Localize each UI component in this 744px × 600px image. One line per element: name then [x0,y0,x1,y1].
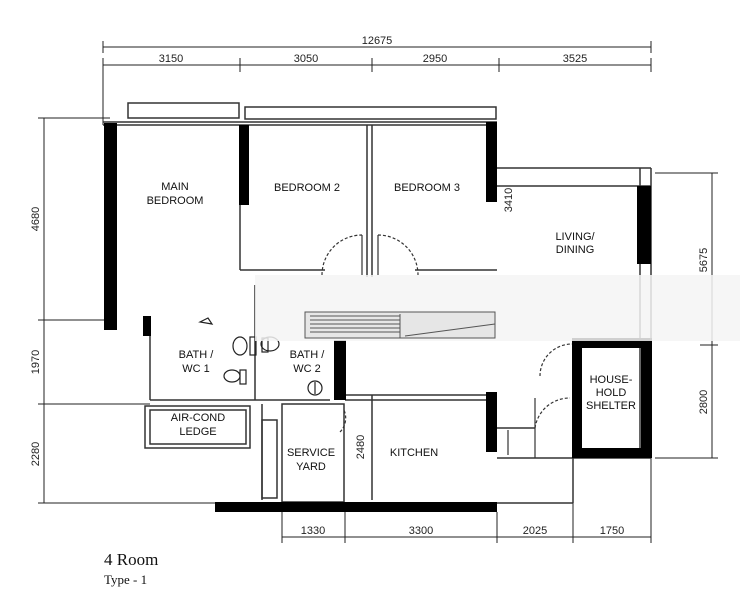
room-shelter-line2: HOLD [596,387,627,399]
bottom-dim-2: 3300 [409,525,433,537]
room-shelter-line1: HOUSE- [590,374,633,386]
room-bedroom-2: BEDROOM 2 [274,182,340,194]
room-bedroom-3: BEDROOM 3 [394,182,460,194]
plan-subtitle: Type - 1 [104,572,148,587]
left-dim-2: 1970 [30,350,42,374]
room-main-bedroom-line1: MAIN [161,181,189,193]
room-aircon-line1: AIR-COND [171,412,225,424]
overall-width-label: 12675 [362,35,393,47]
left-dim-3: 2280 [30,442,42,466]
inner-dim-3410: 3410 [503,188,515,212]
room-main-bedroom-line2: BEDROOM [147,195,204,207]
bottom-dim-4: 1750 [600,525,624,537]
dimension-lines [38,41,718,543]
room-shelter-line3: SHELTER [586,400,636,412]
right-dim-2: 2800 [698,390,710,414]
door-swings [321,234,573,433]
floor-plan: 12675 3150 3050 2950 3525 4680 1970 2280… [30,35,718,543]
left-dim-1: 4680 [30,207,42,231]
right-dim-1: 5675 [698,248,710,272]
bottom-dim-3: 2025 [523,525,547,537]
room-bath1-line2: WC 1 [182,363,210,375]
room-bath2-line2: WC 2 [293,363,321,375]
bottom-dim-1: 1330 [301,525,325,537]
room-living-line1: LIVING/ [555,231,595,243]
top-dim-3: 2950 [423,53,447,65]
room-service-line2: YARD [296,461,326,473]
room-bath2-line1: BATH / [290,349,326,361]
inner-dim-2480: 2480 [355,435,367,459]
room-aircon-line2: LEDGE [179,426,216,438]
top-dim-1: 3150 [159,53,183,65]
room-bath1-line1: BATH / [179,349,215,361]
top-dim-4: 3525 [563,53,587,65]
room-living-line2: DINING [556,244,595,256]
top-dim-2: 3050 [294,53,318,65]
door-leaves [361,235,536,458]
plan-title: 4 Room [104,550,159,569]
corridor-stair-hatch [304,311,496,339]
room-kitchen: KITCHEN [390,447,438,459]
room-service-line1: SERVICE [287,447,335,459]
thick-walls [104,122,652,512]
